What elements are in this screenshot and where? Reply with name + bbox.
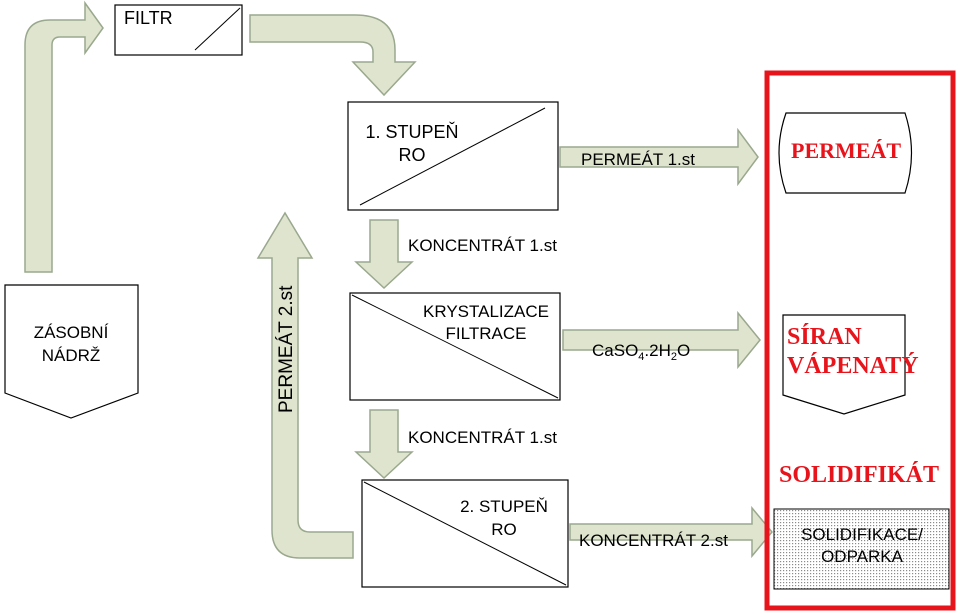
stage2-label-2: RO	[491, 520, 517, 539]
storage-tank-label-2: NÁDRŽ	[42, 346, 101, 365]
filter-label: FILTR	[124, 8, 173, 28]
arrow-tank-to-filter	[24, 0, 104, 273]
stage1-label-2: RO	[399, 145, 426, 165]
stage2-ro-box: 2. STUPEŇ RO	[361, 479, 569, 588]
stage2-label-1: 2. STUPEŇ	[460, 497, 548, 516]
arrow-permeate1	[559, 127, 759, 187]
output-permeate-label: PERMEÁT	[791, 138, 901, 163]
storage-tank: ZÁSOBNÍ NÁDRŽ	[4, 284, 139, 419]
crystallization-label-2: FILTRACE	[446, 324, 527, 343]
output-frame	[764, 70, 956, 611]
crystallization-box: KRYSTALIZACE FILTRACE	[349, 292, 561, 401]
output-solidifikat-label: SOLIDIFIKÁT	[779, 462, 939, 488]
concentrate-1st-label-b: KONCENTRÁT 1.st	[408, 428, 557, 447]
permeate-1st-label: PERMEÁT 1.st	[581, 150, 695, 169]
output-calcium-sulfate: SÍRAN VÁPENATÝ	[782, 314, 919, 415]
permeate-2st-label: PERMEÁT 2.st	[276, 285, 297, 413]
arrow-concentrate1-down-a	[354, 219, 414, 290]
arrow-concentrate1-down-b	[354, 409, 414, 480]
concentrate-2st-label: KONCENTRÁT 2.st	[579, 531, 728, 550]
output-permeate: PERMEÁT	[778, 112, 913, 194]
solidification-label-2: ODPARKA	[821, 547, 904, 566]
arrow-concentrate2	[569, 505, 773, 559]
caso4-label: CaSO4.2H2O	[592, 341, 690, 363]
concentrate-1st-label-a: KONCENTRÁT 1.st	[408, 236, 557, 255]
output-siran-label-2: VÁPENATÝ	[787, 353, 919, 379]
arrow-filter-to-stage1	[249, 14, 417, 97]
stage1-ro-box: 1. STUPEŇ RO	[347, 101, 559, 211]
solidification-box: SOLIDIFIKACE/ ODPARKA	[773, 508, 950, 590]
storage-tank-label-1: ZÁSOBNÍ	[34, 323, 109, 342]
crystallization-label-1: KRYSTALIZACE	[423, 302, 549, 321]
solidification-label-1: SOLIDIFIKACE/	[801, 525, 923, 544]
arrow-permeate2-return	[256, 211, 354, 559]
filter-box: FILTR	[114, 4, 243, 56]
arrow-caso4	[562, 310, 761, 370]
stage1-label-1: 1. STUPEŇ	[365, 122, 458, 142]
output-siran-label-1: SÍRAN	[787, 324, 862, 350]
